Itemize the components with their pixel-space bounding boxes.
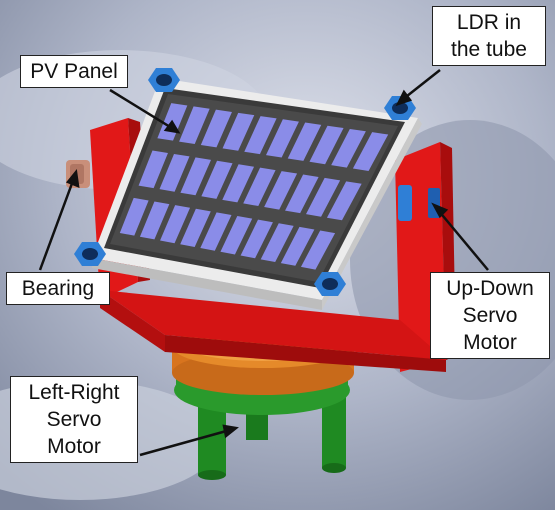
solar-cell: [119, 197, 149, 236]
solar-cell: [280, 226, 315, 266]
solar-cell: [139, 201, 170, 240]
solar-cell: [260, 223, 294, 263]
solar-cell: [331, 128, 366, 168]
label-up-down-line-2: Servo: [462, 304, 518, 327]
solar-cell: [287, 122, 322, 161]
label-up-down-line-3: Motor: [463, 331, 517, 354]
label-bearing: Bearing: [6, 272, 110, 305]
solar-cell: [180, 208, 211, 247]
solar-cell: [200, 212, 232, 251]
solar-cell: [220, 216, 253, 255]
label-left-right-servo: Left-Right Servo Motor: [10, 376, 138, 463]
label-pv-panel-text: PV Panel: [30, 60, 118, 83]
solar-cell: [201, 160, 233, 199]
solar-cell: [160, 205, 191, 244]
label-up-down-line-1: Up-Down: [446, 277, 534, 300]
solar-cell: [266, 119, 299, 158]
label-left-right-line-3: Motor: [47, 435, 101, 458]
label-left-right-line-2: Servo: [46, 408, 102, 431]
ldr-tube-bottom-left: [74, 242, 106, 266]
label-pv-panel: PV Panel: [20, 55, 128, 88]
solar-cell: [240, 219, 273, 259]
label-up-down-servo: Up-Down Servo Motor: [430, 272, 550, 359]
solar-cell: [222, 164, 255, 203]
callout-arrows: [38, 69, 489, 457]
ldr-tube-bottom-right: [314, 272, 346, 296]
solar-cell: [180, 157, 212, 196]
solar-cell: [352, 132, 389, 171]
solar-cell: [300, 230, 336, 270]
solar-cell: [285, 174, 319, 214]
solar-cell: [222, 112, 255, 151]
label-ldr-line-1: LDR in: [456, 11, 522, 34]
solar-cell: [244, 116, 277, 155]
solar-cell: [306, 177, 341, 217]
solar-cell: [264, 171, 298, 210]
label-ldr-line-2: the tube: [451, 38, 527, 61]
label-ldr: LDR in the tube: [432, 6, 546, 66]
solar-cell: [159, 153, 190, 192]
solar-cell: [243, 167, 276, 207]
solar-cell: [200, 109, 232, 148]
solar-cell: [138, 150, 168, 189]
ldr-tube-top-left: [148, 68, 180, 92]
solar-cell: [309, 125, 344, 165]
solar-cells: [119, 103, 389, 270]
label-left-right-line-1: Left-Right: [28, 381, 120, 404]
ldr-tube-top-right: [384, 96, 416, 120]
solar-cell: [326, 181, 362, 221]
solar-cell: [179, 106, 210, 145]
label-bearing-text: Bearing: [21, 277, 95, 300]
